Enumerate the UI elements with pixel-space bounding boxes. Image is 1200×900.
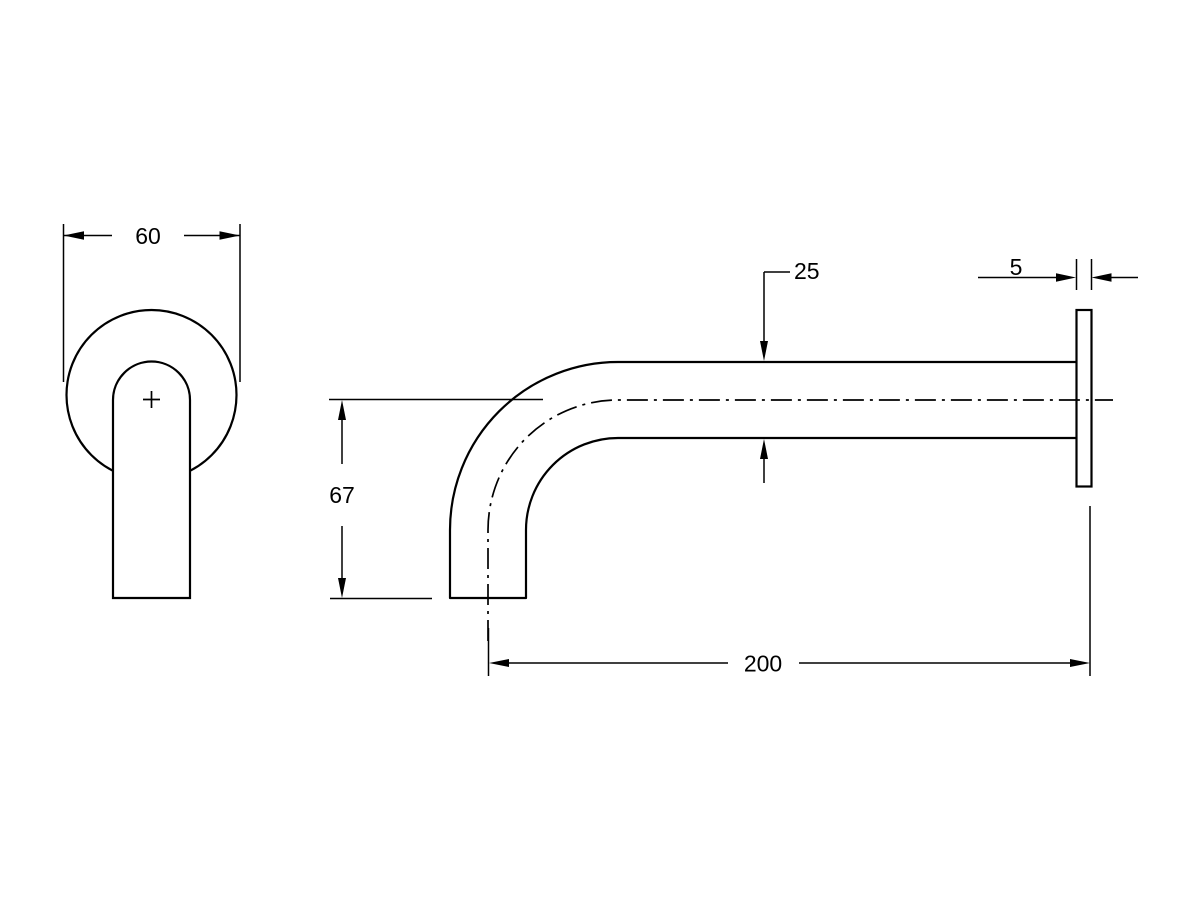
front-view: 60 [62, 223, 241, 600]
arrow-right-icon [1056, 273, 1076, 282]
dimension-67: 67 [329, 398, 543, 600]
extension-lines [329, 398, 543, 600]
arrow-up-icon [338, 400, 346, 420]
dimension-200: 200 [487, 506, 1091, 677]
arrow-down-icon [338, 578, 346, 598]
leader-lines [763, 271, 790, 483]
dimension-25-label: 25 [794, 258, 820, 284]
extension-lines [62, 224, 241, 382]
arrow-left-icon [63, 231, 84, 240]
arrow-right-icon [1070, 659, 1090, 667]
dimension-200-label: 200 [744, 651, 782, 677]
arrow-up-icon [760, 439, 768, 459]
spout-body-side [448, 360, 1078, 600]
side-view: 25 5 67 [329, 254, 1138, 677]
extension-ticks [1075, 259, 1093, 290]
spout-body-front [111, 360, 192, 600]
dimension-25: 25 [760, 258, 820, 483]
dimension-60-label: 60 [135, 223, 161, 249]
dimension-5: 5 [978, 254, 1138, 290]
arrow-left-icon [489, 659, 509, 667]
arrow-left-icon [1091, 273, 1112, 282]
arrow-right-icon [219, 231, 240, 240]
extension-lines [487, 506, 1091, 676]
dimension-5-label: 5 [1010, 254, 1023, 280]
tube-centerline [487, 399, 1113, 641]
wall-plate [1075, 308, 1093, 488]
arrow-down-icon [760, 341, 768, 361]
center-mark [143, 391, 160, 408]
dimension-60: 60 [62, 223, 241, 382]
dimension-67-label: 67 [329, 482, 355, 508]
